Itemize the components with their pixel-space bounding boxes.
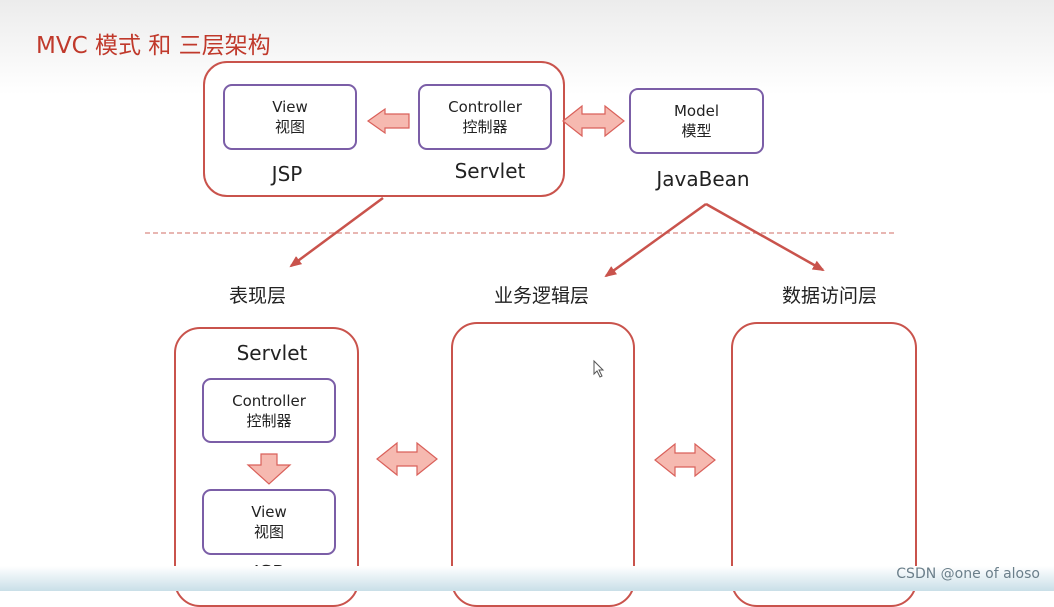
controller-box-bottom-en: Controller [232, 391, 306, 410]
jsp-label-top: JSP [271, 162, 303, 186]
view-box-top-cn: 视图 [274, 118, 305, 136]
data-access-layer-label: 数据访问层 [782, 285, 878, 307]
footer-wave [0, 566, 1054, 591]
presentation-layer-label: 表现层 [229, 285, 287, 307]
controller-box-bottom: Controller 控制器 [202, 378, 336, 443]
mouse-cursor-icon [593, 359, 605, 378]
view-box-top-en: View [272, 98, 308, 116]
business-layer-label: 业务逻辑层 [494, 285, 590, 307]
double-arrow-icon [654, 442, 716, 478]
view-box-top: View 视图 [223, 84, 357, 150]
model-box-cn: 模型 [681, 122, 712, 140]
connector-javabean-to-business [604, 202, 707, 278]
watermark-text: CSDN @one of aloso [896, 566, 1040, 582]
double-arrow-icon [376, 441, 438, 477]
view-box-bottom: View 视图 [202, 489, 336, 555]
connector-container-to-presentation [289, 196, 384, 268]
down-arrow-icon [246, 453, 292, 485]
slide-title: MVC 模式 和 三层架构 [36, 33, 271, 59]
model-box-en: Model [673, 102, 720, 120]
javabean-label: JavaBean [656, 167, 750, 191]
controller-box-top: Controller 控制器 [418, 84, 552, 150]
presentation-layer-box [174, 327, 359, 607]
diagram-connectors [145, 104, 897, 485]
left-arrow-icon [366, 107, 410, 135]
controller-box-top-en: Controller [448, 98, 522, 116]
view-box-bottom-en: View [251, 503, 287, 521]
controller-box-bottom-cn: 控制器 [246, 411, 292, 430]
view-box-bottom-cn: 视图 [253, 523, 284, 541]
controller-box-top-cn: 控制器 [462, 118, 508, 136]
servlet-label-top: Servlet [454, 159, 526, 183]
data-access-layer-box [731, 322, 917, 607]
connector-javabean-to-dataaccess [705, 202, 825, 272]
servlet-label-bottom: Servlet [236, 341, 308, 365]
model-box: Model 模型 [629, 88, 764, 154]
business-layer-box [451, 322, 635, 607]
double-arrow-icon [562, 104, 625, 138]
